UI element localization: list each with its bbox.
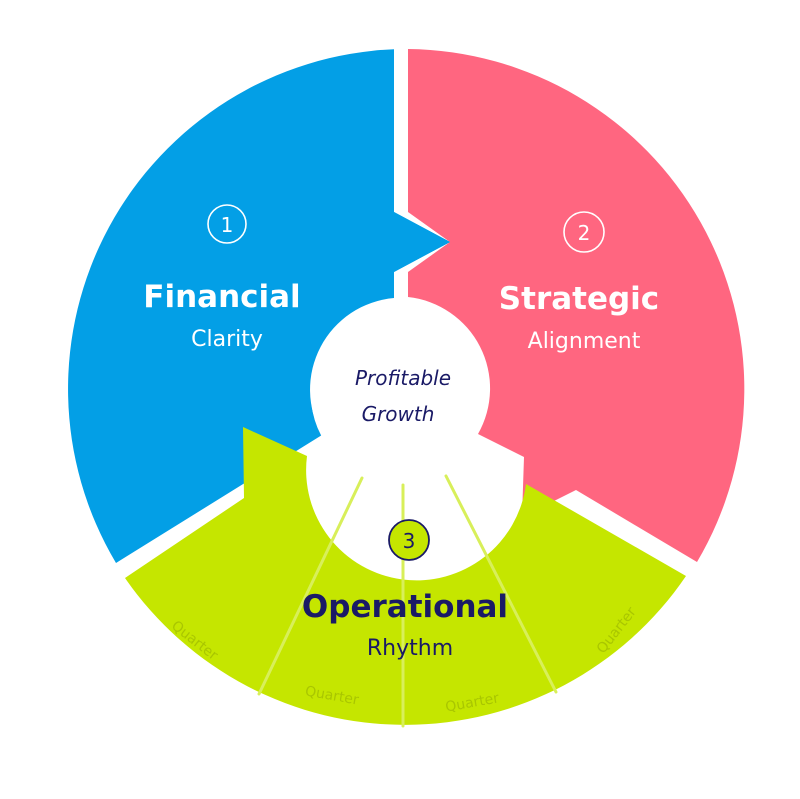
- arrow-financial-tip: [394, 212, 450, 272]
- center-hub: Profitable Growth: [311, 309, 483, 481]
- gap-upper-center: [394, 273, 408, 303]
- center-line-1: Profitable: [355, 366, 451, 390]
- segment-subtitle-financial: Clarity: [191, 327, 263, 352]
- segment-title-financial: Financial: [143, 279, 300, 315]
- center-circle: [311, 309, 483, 481]
- number-3: 3: [403, 529, 416, 553]
- number-badge-2: [563, 211, 605, 253]
- number-badge-3: [388, 519, 430, 561]
- segment-strategic-shape: [408, 49, 745, 562]
- number-badge-1: [207, 204, 247, 244]
- operational-labels: 3 Operational Rhythm: [302, 519, 508, 661]
- segment-operational: Quarter Quarter Quarter Quarter: [125, 427, 686, 728]
- segment-financial-shape: [68, 49, 450, 563]
- financial-labels: 1 Financial Clarity: [143, 204, 301, 352]
- number-2: 2: [578, 221, 591, 245]
- quarter-divider-right: [444, 474, 558, 694]
- center-line-2: Growth: [362, 402, 435, 426]
- number-1: 1: [221, 213, 234, 237]
- segment-financial: [68, 49, 450, 563]
- segment-title-strategic: Strategic: [499, 281, 659, 317]
- quarter-divider-left: [257, 476, 364, 696]
- segment-subtitle-strategic: Alignment: [528, 329, 641, 354]
- segment-title-operational: Operational: [302, 589, 508, 625]
- strategic-labels: 2 Strategic Alignment: [499, 211, 659, 354]
- segment-subtitle-operational: Rhythm: [367, 636, 453, 661]
- gap-top: [394, 40, 408, 211]
- segment-strategic: [408, 49, 745, 562]
- segment-operational-shape: [125, 427, 686, 725]
